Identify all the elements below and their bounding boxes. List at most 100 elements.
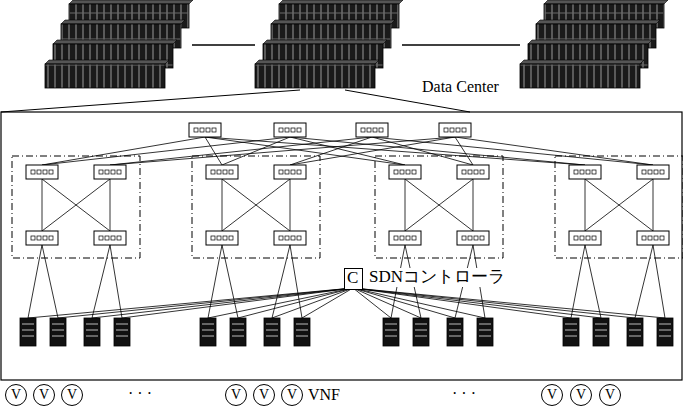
switch — [94, 231, 126, 245]
pod-link — [110, 179, 111, 231]
switch-port — [580, 170, 584, 174]
server — [200, 318, 216, 346]
core-link — [42, 137, 205, 165]
pod-frame — [375, 156, 503, 258]
switch — [206, 231, 238, 245]
server-slot — [86, 324, 98, 325]
switch-port — [229, 236, 233, 240]
switch-port — [223, 170, 227, 174]
server-slot — [385, 336, 397, 337]
controller-link — [272, 288, 353, 318]
switch-port — [456, 128, 460, 132]
controller-link — [302, 288, 353, 318]
vnf-circle: V — [5, 384, 27, 406]
dc-link — [192, 44, 255, 45]
vnf-circle: V — [253, 384, 275, 406]
controller-link — [122, 288, 353, 318]
switch — [26, 165, 58, 179]
pod-frame — [12, 156, 140, 258]
server-slot — [202, 336, 214, 337]
server-slot — [52, 330, 64, 331]
switch — [94, 165, 126, 179]
vnf-circle: V — [225, 384, 247, 406]
switch-port — [406, 170, 410, 174]
edge-link — [272, 245, 290, 318]
vnf-letter: V — [259, 387, 269, 402]
server-slot — [415, 330, 427, 331]
server — [657, 318, 673, 346]
switch — [637, 231, 669, 245]
controller-box: CSDNコントローラ — [344, 268, 363, 290]
switch-port — [642, 236, 646, 240]
vnf-circle: V — [599, 384, 621, 406]
server-slot — [266, 324, 278, 325]
core-link — [205, 137, 222, 165]
vnf-letter: V — [11, 387, 21, 402]
switch-port — [291, 236, 295, 240]
switch — [26, 231, 58, 245]
switch-port — [105, 170, 109, 174]
switch-port — [412, 236, 416, 240]
rack-top — [263, 40, 387, 44]
server-slot — [415, 336, 427, 337]
pod-link — [222, 179, 290, 231]
switch-port — [406, 236, 410, 240]
switch-port — [291, 170, 295, 174]
controller-link — [92, 288, 353, 318]
switch-port — [474, 170, 478, 174]
switch — [569, 231, 601, 245]
switch — [274, 165, 306, 179]
vnf-letter: V — [231, 387, 241, 402]
server-slot — [629, 336, 641, 337]
switch-port — [297, 170, 301, 174]
switch-port — [43, 236, 47, 240]
pod-link — [222, 179, 290, 231]
switch-port — [285, 128, 289, 132]
core-link — [455, 137, 653, 165]
vnf-circle: V — [281, 384, 303, 406]
switch-port — [586, 236, 590, 240]
switch-port — [279, 170, 283, 174]
switch-port — [99, 236, 103, 240]
rack-top — [53, 40, 177, 44]
rack-top — [528, 40, 652, 44]
server-slot — [595, 336, 607, 337]
rack-top — [279, 0, 403, 4]
switch-port — [223, 236, 227, 240]
server-slot — [52, 324, 64, 325]
switch — [389, 231, 421, 245]
vnf-circle: V — [33, 384, 55, 406]
switch-port — [31, 170, 35, 174]
server-slot — [232, 324, 244, 325]
switch-port — [480, 236, 484, 240]
server-slot — [595, 330, 607, 331]
pod-link — [585, 179, 586, 231]
switch-port — [37, 170, 41, 174]
controller-label: SDNコントローラ — [367, 268, 507, 287]
edge-link — [42, 245, 58, 318]
switch-port — [648, 236, 652, 240]
rack-top — [271, 20, 395, 24]
switch-port — [367, 128, 371, 132]
switch-port — [111, 170, 115, 174]
switch-port — [444, 128, 448, 132]
switch-port — [206, 128, 210, 132]
switch-port — [229, 170, 233, 174]
server — [593, 318, 609, 346]
server — [294, 318, 310, 346]
edge-link — [110, 245, 122, 318]
edge-link — [635, 245, 653, 318]
rack-top — [520, 60, 644, 64]
pod-link — [653, 179, 654, 231]
vnf-circle: V — [570, 384, 592, 406]
edge-link — [92, 245, 110, 318]
switch-port — [194, 128, 198, 132]
switch-port — [660, 170, 664, 174]
switch-port — [592, 236, 596, 240]
switch-port — [400, 170, 404, 174]
switch-port — [462, 128, 466, 132]
server-slot — [415, 324, 427, 325]
switch — [389, 165, 421, 179]
